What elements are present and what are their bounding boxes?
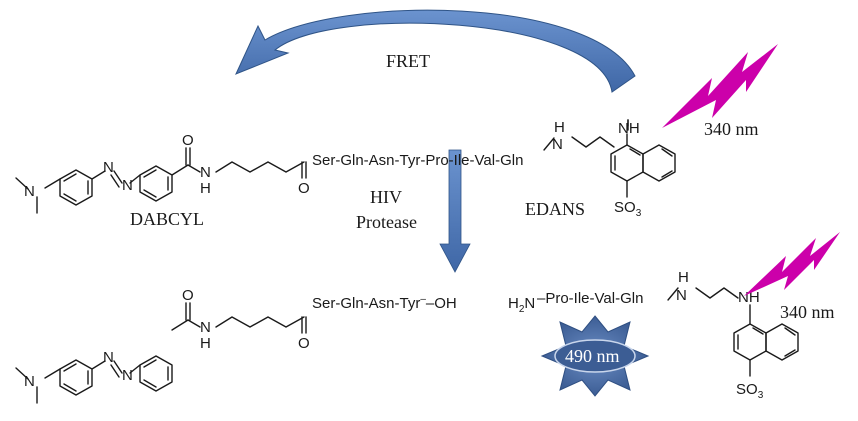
bottom-carbonyl-o2: O — [298, 335, 310, 352]
top-lightning-bolt-icon — [662, 44, 778, 128]
emission-490nm-label: 490 nm — [565, 346, 620, 366]
top-edans-structure — [543, 119, 676, 198]
bottom-340nm-label: 340 nm — [780, 302, 835, 322]
bottom-h2n-sub: 2 — [519, 304, 525, 315]
top-amide-n: N — [200, 164, 211, 181]
top-dabcyl-structure — [15, 147, 307, 214]
edans-label: EDANS — [525, 199, 585, 219]
hiv-label: HIV — [370, 187, 402, 207]
top-so3-sub: 3 — [636, 208, 642, 219]
top-azo-n1: N — [103, 159, 114, 176]
bottom-left-peptide-seq: Ser-Gln-Asn-Tyr — [312, 295, 420, 312]
bottom-right-peptide: –Pro-Ile-Val-Gln — [537, 290, 643, 307]
bottom-so3-sub: 3 — [758, 390, 764, 401]
bottom-so3-main: SO — [736, 381, 758, 398]
bottom-edans-h: H — [678, 269, 689, 286]
fret-label: FRET — [386, 51, 430, 71]
top-peptide: Ser-Gln-Asn-Tyr-Pro-Ile-Val-Gln — [312, 152, 523, 169]
fret-curved-arrow — [235, 9, 636, 93]
top-edans-so3: SO3 — [614, 199, 642, 219]
protease-arrow — [439, 149, 471, 273]
bottom-left-oh: –OH — [426, 295, 457, 312]
dabcyl-label: DABCYL — [130, 209, 204, 229]
top-carbonyl-o1: O — [182, 132, 194, 149]
top-so3-main: SO — [614, 199, 636, 216]
bottom-left-minus: – — [420, 294, 426, 305]
top-edans-nh: NH — [618, 120, 640, 137]
bottom-edans-so3: SO3 — [736, 381, 764, 401]
bottom-n-methyl: N — [24, 373, 35, 390]
bottom-h2n-h: H — [508, 295, 519, 312]
bottom-amide-h: H — [200, 335, 211, 352]
top-edans-h: H — [554, 119, 565, 136]
protease-label: Protease — [356, 212, 417, 232]
top-azo-n2: N — [122, 177, 133, 194]
bottom-edans-nh: NH — [738, 289, 760, 306]
emission-star-icon — [540, 315, 650, 397]
bottom-dabcyl-structure — [15, 302, 307, 404]
bottom-edans-structure — [667, 287, 799, 377]
bottom-lightning-bolt-icon — [744, 232, 840, 296]
bottom-h2n: H2N — [508, 295, 535, 315]
top-n-methyl: N — [24, 183, 35, 200]
bottom-azo-n1: N — [103, 349, 114, 366]
bottom-amide-n: N — [200, 319, 211, 336]
top-340nm-label: 340 nm — [704, 119, 759, 139]
bottom-azo-n2: N — [122, 367, 133, 384]
top-edans-n: N — [552, 136, 563, 153]
bottom-carbonyl-o1: O — [182, 287, 194, 304]
bottom-h2n-n: N — [524, 295, 535, 312]
bottom-left-peptide: Ser-Gln-Asn-Tyr––OH — [312, 294, 457, 312]
top-amide-h: H — [200, 180, 211, 197]
top-carbonyl-o2: O — [298, 180, 310, 197]
bottom-edans-n: N — [676, 287, 687, 304]
